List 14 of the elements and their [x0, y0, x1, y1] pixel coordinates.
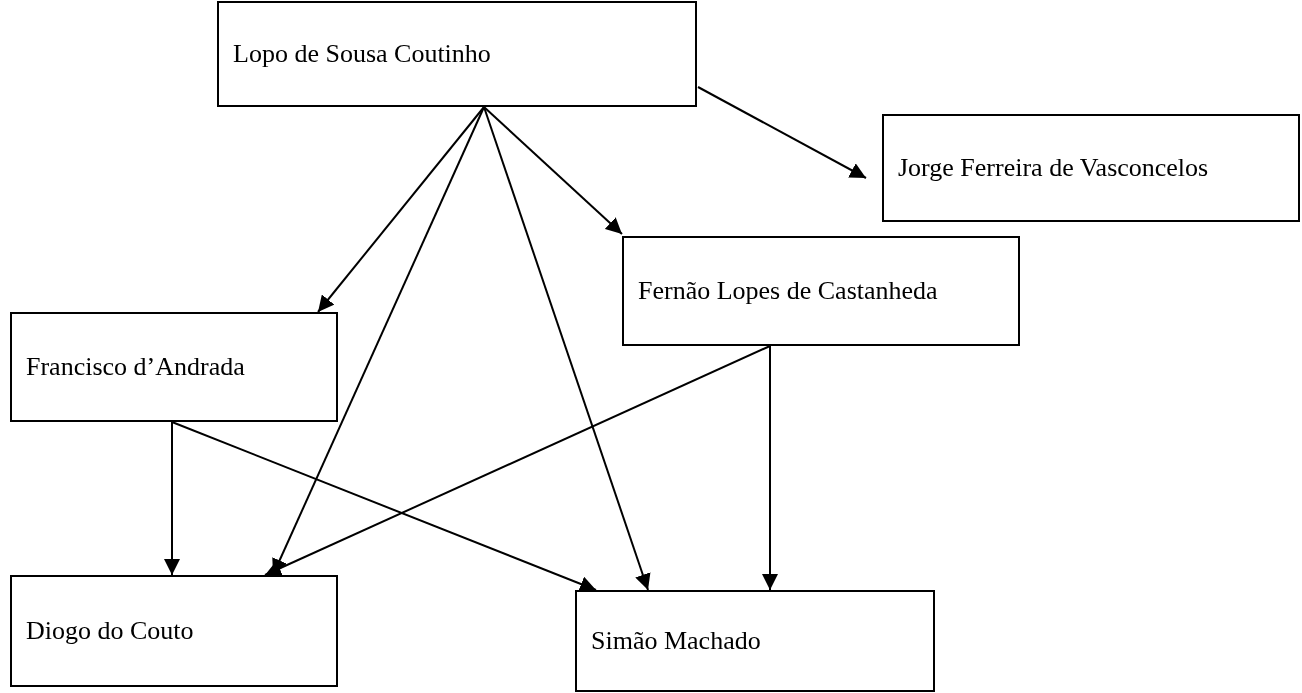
arrow: [483, 106, 623, 235]
arrow: [697, 86, 867, 179]
name-box: Jorge Ferreira de Vasconcelos: [882, 114, 1300, 222]
name-box: Simão Machado: [575, 590, 935, 692]
arrow: [762, 345, 778, 591]
name-box: Diogo do Couto: [10, 575, 338, 687]
arrow: [264, 345, 771, 576]
name-box: Lopo de Sousa Coutinho: [217, 1, 697, 107]
arrow: [171, 421, 597, 592]
arrow: [317, 106, 485, 313]
arrow: [483, 106, 651, 591]
name-box: Francisco d’Andrada: [10, 312, 338, 422]
name-box: Fernão Lopes de Castanheda: [622, 236, 1020, 346]
arrow: [164, 421, 180, 576]
